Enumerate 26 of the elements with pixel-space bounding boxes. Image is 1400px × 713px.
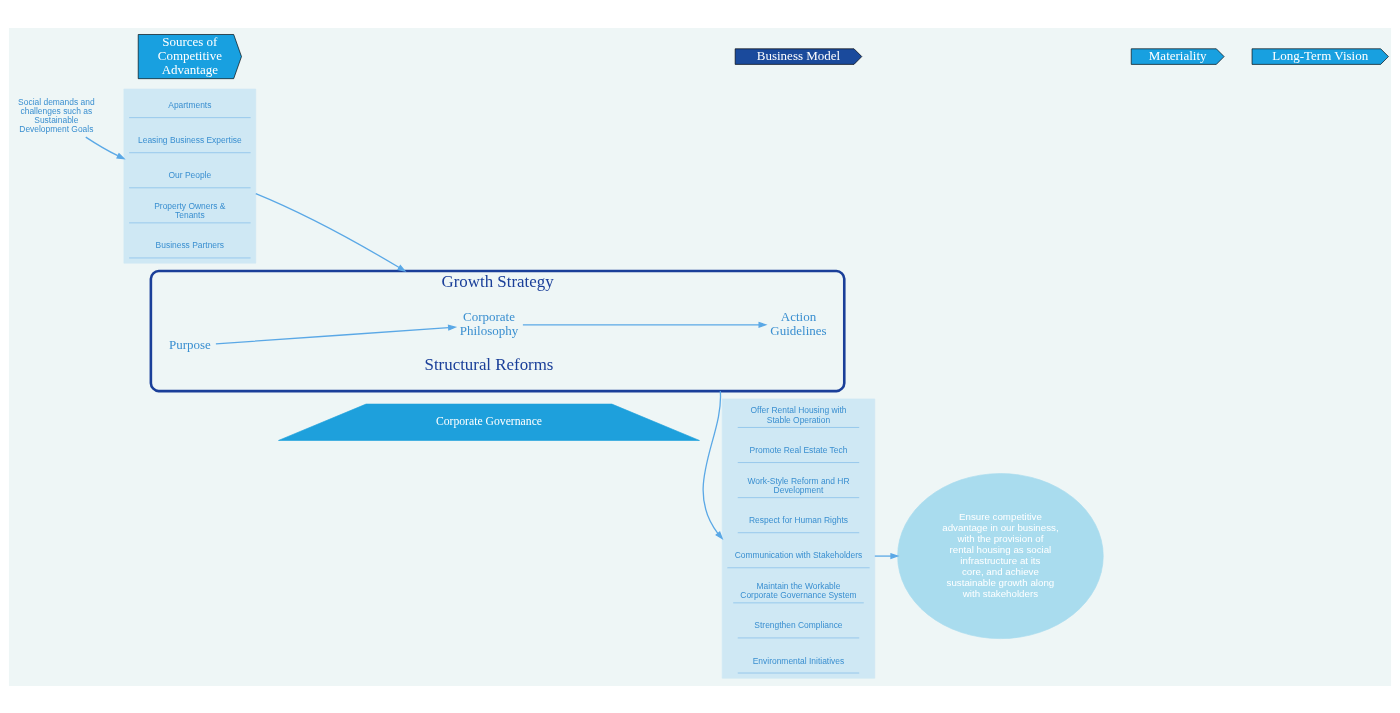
node-text: Action Guidelines [770,308,827,338]
node-text: Work-Style Reform and HR Development [747,475,850,495]
arrow [215,324,458,344]
cluster [123,88,257,263]
node-text: Social demands and challenges such as Sustainable Development Goals [18,96,95,134]
node-text: Offer Rental Housing with Stable Operation [750,404,847,425]
node-text: Purpose [168,336,211,352]
arrow [522,321,768,328]
node-text: Communication with Stakeholders [734,549,863,560]
node-ellipse: Ensure competitive advantage in our business, with the provision of rental housing as social infrastructure at its core, and achieve sustainable growth along with stakeholders [897,472,1104,639]
arrow [874,552,900,559]
node-text: Business Partners [155,239,225,250]
arrow [702,389,724,540]
node-text: Promote Real Estate Tech [749,444,848,455]
node-text: Strengthen Compliance [754,619,843,630]
node-text: Maintain the Workable Corporate Governance System [740,580,857,600]
node-text: Our People [168,169,212,180]
node-text: Apartments [168,99,212,110]
node-text: Corporate Philosophy [459,308,519,338]
cluster [721,398,876,679]
node-text: Respect for Human Rights [749,514,848,525]
node-text: Property Owners & Tenants [154,200,226,220]
arrow [255,192,407,272]
node-text: Environmental Initiatives [752,655,845,666]
arrow [85,136,126,159]
node-text: Leasing Business Expertise [138,134,242,145]
